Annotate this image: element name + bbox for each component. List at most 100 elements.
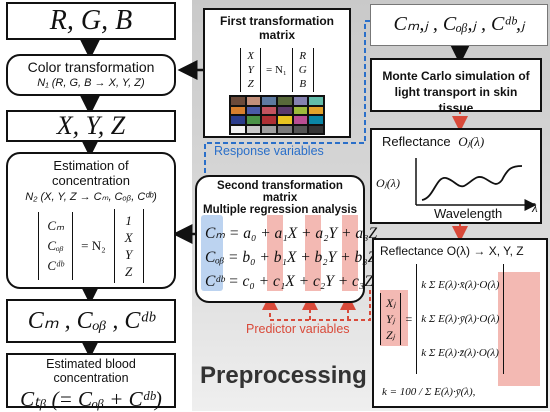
color-swatch (262, 97, 276, 105)
color-swatch (309, 116, 323, 124)
xyz-eq-sign: = (405, 311, 413, 326)
reflectance-xyz-title: Reflectance O(λ) → X, Y, Z (380, 244, 524, 258)
first-matrix-equation: X Y Z = N₁ R G B (211, 48, 343, 92)
fm-eq: = N₁ (266, 64, 287, 76)
first-matrix-right: R G B (291, 48, 314, 92)
color-swatch (278, 106, 292, 114)
first-matrix-box: First transformation matrix X Y Z = N₁ R… (203, 8, 351, 138)
xyz-label: X, Y, Z (56, 111, 126, 140)
fm-y: Y (247, 64, 254, 76)
first-matrix-left: X Y Z (240, 48, 262, 92)
predictor-connector-x (262, 290, 371, 321)
c-mj-label: Cₘ,ⱼ , Cₒᵦ,ⱼ , Cᵈᵇ,ⱼ (393, 13, 525, 35)
reflectance-graph-box: Reflectance Oⱼ(λ) Oⱼ(λ) Wavelength λ (370, 128, 542, 224)
vec-cm: Cₘ (47, 218, 65, 233)
red-highlight-x (267, 215, 283, 291)
regression-equations: Cₘ = a₀ + a₁X + a₂Y + a₃Z Cₒᵦ = b₀ + b₁X… (201, 222, 378, 294)
color-swatch (278, 125, 292, 133)
estimation-title: Estimation of concentration (51, 158, 131, 188)
xyz-row-1: k Σ E(λ)·x̄(λ)·O(λ) (421, 279, 500, 291)
color-swatch (293, 125, 308, 133)
color-swatch (246, 116, 261, 124)
estimation-formula: N₂ (X, Y, Z → Cₘ, Cₒᵦ, Cᵈᵇ) (25, 191, 157, 203)
estimated-blood-box: Estimated blood concentration Cₜᵦ (= Cₒᵦ… (6, 353, 176, 411)
vec-cob: Cₒᵦ (47, 238, 64, 253)
equation-cob: Cₒᵦ = b₀ + b₁X + b₂Y + b₃Z (205, 249, 377, 266)
concentrations-label: Cₘ , Cₒᵦ , Cᵈᵇ (27, 308, 155, 334)
response-variables-label: Response variables (214, 144, 324, 158)
xyz-vec-z: Zⱼ (386, 328, 395, 342)
estimation-vector-right: 1 X Y Z (113, 209, 144, 283)
color-swatch (293, 97, 308, 105)
xyz-vec-x: Xⱼ (386, 296, 396, 310)
first-matrix-title: First transformation matrix (219, 14, 334, 42)
color-swatch (231, 125, 245, 133)
second-matrix-subtitle: Multiple regression analysis (202, 204, 358, 216)
color-swatch (262, 106, 276, 114)
red-highlight-y (305, 215, 321, 291)
xyz-vec-y: Yⱼ (386, 312, 395, 326)
fm-g: G (298, 64, 307, 76)
color-swatch (278, 116, 292, 124)
blue-highlight (201, 215, 223, 291)
color-swatch (231, 106, 245, 114)
second-matrix-title: Second transformation matrix (217, 180, 343, 204)
reflectance-xyz-box: Reflectance O(λ) → X, Y, Z Xⱼ Yⱼ Zⱼ = k … (372, 238, 548, 408)
red-highlight-z (342, 215, 358, 291)
color-swatch (246, 125, 261, 133)
vec-x: X (124, 230, 133, 245)
color-transformation-box: Color transformation N₁ (R, G, B → X, Y,… (6, 54, 176, 96)
rgb-box: R, G, B (6, 2, 176, 40)
red-highlight-xyz (380, 290, 408, 346)
reflectance-line (421, 165, 523, 201)
preprocessing-label: Preprocessing (200, 362, 367, 389)
estimation-matrix: Cₘ Cₒᵦ Cᵈᵇ = N₂ 1 X Y Z (14, 209, 168, 283)
xyz-sum-matrix: k Σ E(λ)·x̄(λ)·O(λ) k Σ E(λ)·ȳ(λ)·O(λ) k… (416, 264, 505, 374)
response-variables-connector (197, 20, 370, 268)
fm-x: X (247, 50, 255, 62)
monte-carlo-label: Monte Carlo simulation of light transpor… (382, 69, 530, 115)
fm-b: B (299, 78, 307, 90)
c-mj-box: Cₘ,ⱼ , Cₒᵦ,ⱼ , Cᵈᵇ,ⱼ (370, 4, 548, 46)
color-swatch (262, 116, 276, 124)
reflectance-xyz-equation: Xⱼ Yⱼ Zⱼ = k Σ E(λ)·x̄(λ)·O(λ) k Σ E(λ)·… (380, 264, 540, 374)
vec-y: Y (125, 247, 133, 262)
ctb-formula: Cₜᵦ (= Cₒᵦ + Cᵈᵇ) (20, 387, 162, 411)
vec-1: 1 (125, 213, 132, 228)
fm-r: R (299, 50, 307, 62)
color-swatch (262, 125, 276, 133)
color-swatch (231, 116, 245, 124)
color-swatch (293, 116, 308, 124)
color-swatch (246, 97, 261, 105)
color-transformation-title: Color transformation (27, 59, 155, 75)
xyz-row-2: k Σ E(λ)·ȳ(λ)·O(λ) (421, 313, 500, 325)
estimated-title: Estimated blood concentration (46, 357, 136, 385)
equation-cdb: Cᵈᵇ = c₀ + c₁X + c₂Y + c₃Z (205, 273, 373, 290)
estimation-vector-left: Cₘ Cₒᵦ Cᵈᵇ (38, 212, 74, 280)
xyz-box: X, Y, Z (6, 110, 176, 142)
reflectance-symbol: Oⱼ(λ) (458, 134, 485, 149)
vec-z: Z (125, 264, 133, 279)
k-definition: k = 100 / Σ E(λ)·ȳ(λ), (382, 386, 476, 398)
reflectance-y-label: Oⱼ(λ) (376, 176, 400, 190)
estimation-box: Estimation of concentration N₂ (X, Y, Z … (6, 152, 176, 289)
monte-carlo-box: Monte Carlo simulation of light transpor… (370, 58, 542, 115)
reflectance-x-label: Wavelength (434, 206, 503, 221)
vec-cdb: Cᵈᵇ (47, 258, 64, 273)
reflectance-title: Reflectance (382, 134, 451, 149)
reflectance-title-row: Reflectance Oⱼ(λ) (382, 134, 484, 150)
reflectance-curve (415, 158, 537, 211)
color-swatch (246, 106, 261, 114)
xyz-row-3: k Σ E(λ)·z̄(λ)·O(λ) (421, 347, 499, 359)
reflectance-lambda: λ (532, 200, 538, 215)
xyz-vector: Xⱼ Yⱼ Zⱼ (380, 293, 402, 345)
estimation-eq: = N₂ (81, 238, 106, 253)
color-swatch (293, 106, 308, 114)
color-swatch (309, 97, 323, 105)
color-swatch (231, 97, 245, 105)
red-highlight-o (498, 272, 540, 386)
color-transformation-formula: N₁ (R, G, B → X, Y, Z) (37, 77, 145, 89)
equation-cm: Cₘ = a₀ + a₁X + a₂Y + a₃Z (205, 225, 378, 242)
predictor-variables-label: Predictor variables (246, 322, 350, 336)
color-checker-chart (229, 95, 325, 135)
